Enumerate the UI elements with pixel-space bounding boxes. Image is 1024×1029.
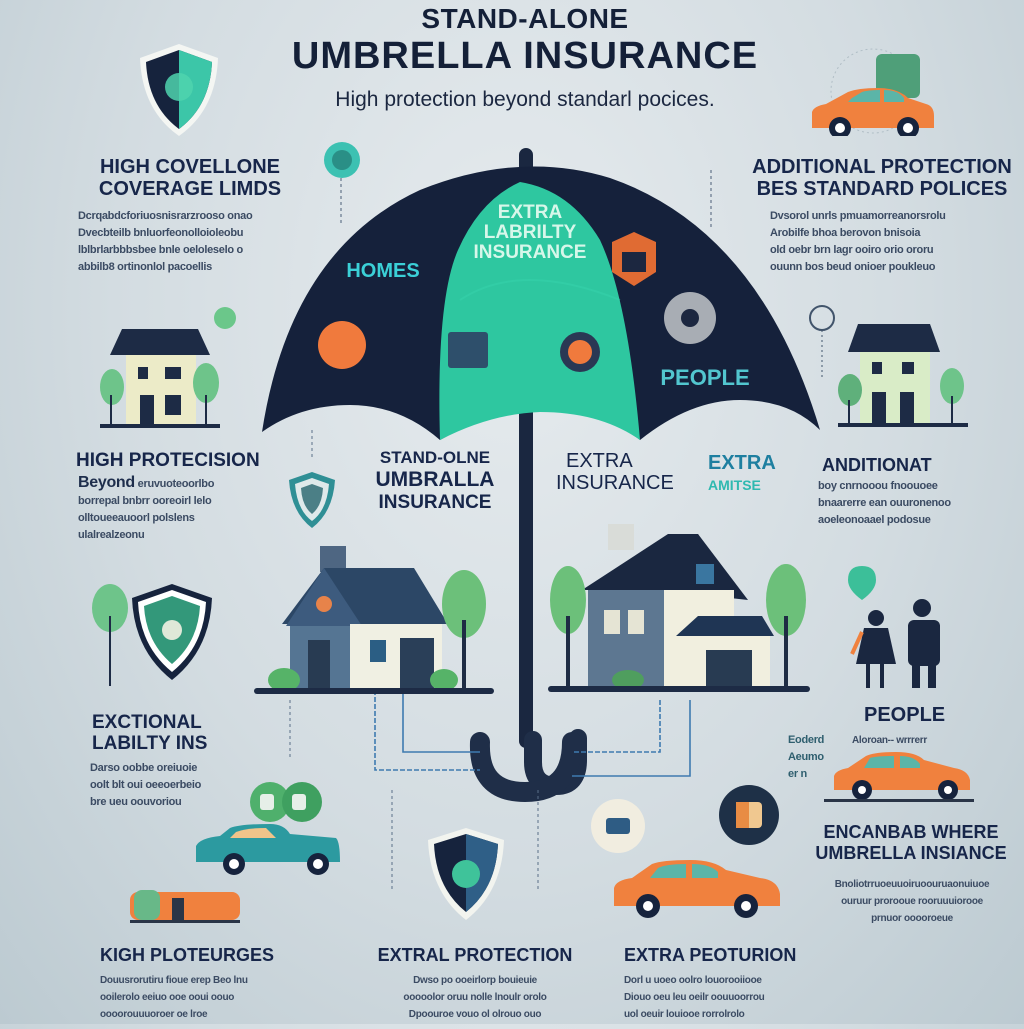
canopy-center-line-2: LABRILTY [483,222,577,243]
people-icon [840,560,960,690]
badge-icon [718,784,780,846]
bottom-column-1: KIGH PLOTEURGES Douusrorutiru fioue erep… [100,944,330,1023]
section-title-high-protection: HIGH PROTECISION [76,450,260,471]
house-icon [98,325,223,430]
bottom-title-2: EXTRAL PROTECTION [377,945,573,965]
section-title-additional-protection: ADDITIONAL PROTECTION BES STANDARD POLIC… [752,156,1012,200]
page-title: UMBRELLA INSURANCE [291,35,759,77]
badge-icon [590,798,646,854]
canopy-center-line-1: EXTRA [497,202,563,223]
house-icon [838,320,968,430]
section-body-additional: boy cnrnooou fnoouoee bnaarerre ean ouur… [818,480,951,526]
shield-icon [286,470,338,530]
car-icon [130,772,350,932]
section-body-coverage-limits: Dcrqabdcforiuosnisrarzrooso onao Dvecbte… [78,210,253,273]
car-icon [610,850,785,920]
car-icon [808,36,948,139]
house-icon [254,540,510,700]
car-icon [824,744,974,804]
section-body-encompass-where: Bnoliotrruoeuuoiruoouruaonuiuoe ouruur p… [834,879,990,924]
shield-icon [90,580,220,690]
header-kicker: STAND-ALONE [421,3,629,34]
section-title-encompass-where: ENCANBAB WHERE UMBRELLA INSIANCE [815,822,1007,863]
section-title-coverage-limits: HIGH COVELLONE COVERAGE LIMDS [98,156,282,200]
house-icon [548,520,810,700]
shield-icon [134,40,224,140]
section-body-exceptional-liability: Darso oobbe oreiuoie oolt blt oui oeeoer… [90,762,202,808]
bottom-body-3: Dorl u uoeo oolro louorooiiooe Diouo oeu… [624,975,765,1020]
section-title-additional: ANDITIONAT [822,455,932,475]
section-title-people: PEOPLE [864,704,946,726]
section-title-extra-insurance: EXTRA INSURANCE [556,450,674,494]
canopy-center-line-3: INSURANCE [473,242,587,263]
section-body-high-protection: Beyond eruvuoteoorlbo borrepal bnbrr oor… [78,474,215,541]
bottom-title-3: EXTRA PEOTURION [624,945,797,965]
canopy-center-title: EXTRA LABRILTY INSURANCE [450,203,610,263]
page-subtitle: High protection beyond standarl pocices. [335,88,715,111]
section-note-people-side: Eoderd Aeumo er n [788,734,825,780]
bottom-body-2: Dwso po ooeirlorp bouieuie ooooolor oruu… [403,975,547,1020]
section-accent-extra-limits: EXTRA AMITSE [708,452,776,493]
shield-icon [424,826,508,922]
bottom-title-1: KIGH PLOTEURGES [100,945,275,965]
section-note-people-top: Aloroan-- wrrrerr [852,735,927,746]
canopy-people-label: PEOPLE [660,365,750,390]
bottom-column-2: EXTRAL PROTECTION Dwso po ooeirlorp boui… [350,944,600,1023]
section-body-additional-protection: Dvsorol unrls pmuamorreanorsrolu Arobilf… [770,210,946,273]
section-title-exceptional-liability: EXCTIONAL LABILTY INS [92,712,208,754]
bottom-body-1: Douusrorutiru fioue erep Beo lnu ooilero… [100,975,248,1020]
section-title-stand-alone: STAND-OLNE UMBRALLA INSURANCE [375,448,495,513]
canopy-homes-label: HOMES [346,260,420,282]
bottom-column-3: EXTRA PEOTURION Dorl u uoeo oolro louoro… [624,944,854,1023]
